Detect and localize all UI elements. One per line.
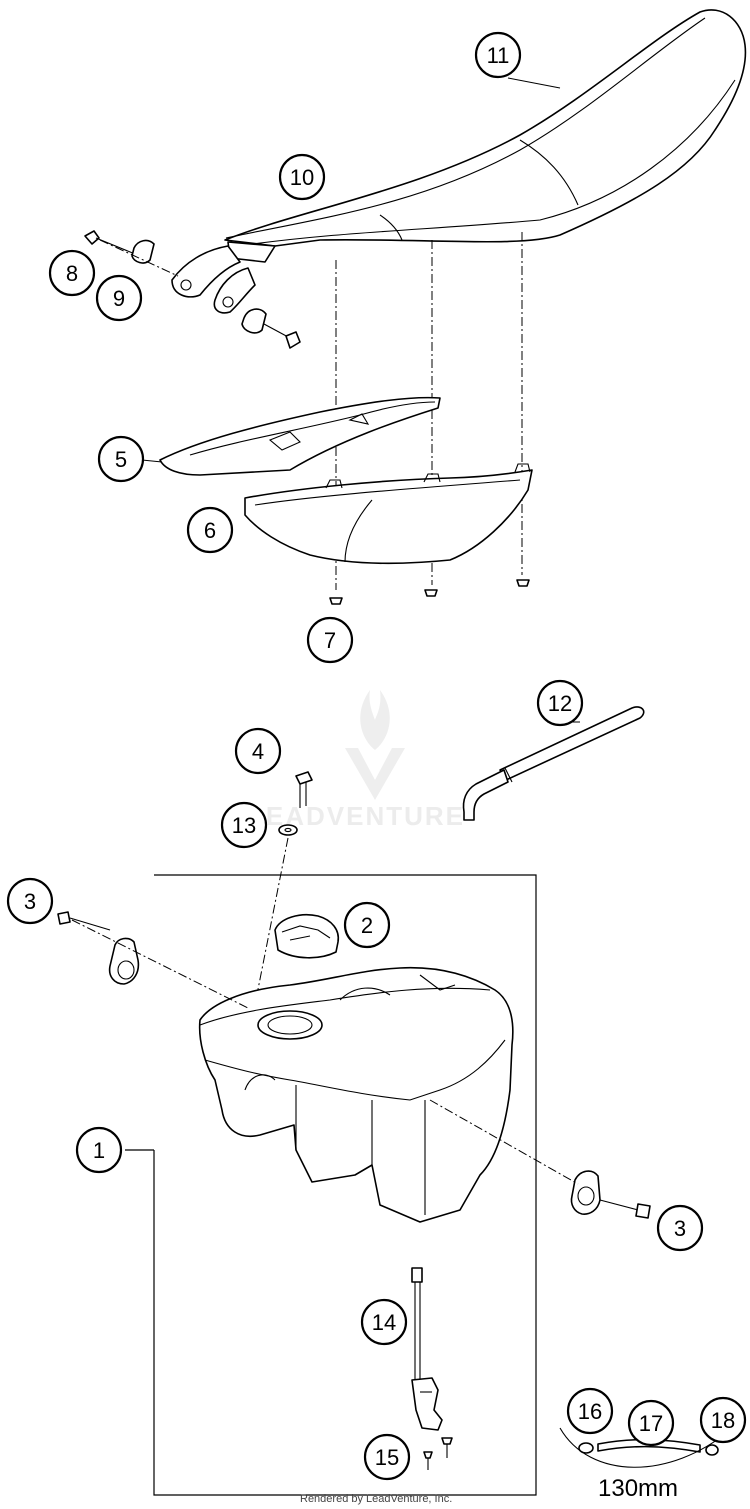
callout-4: 4 xyxy=(234,727,282,775)
callout-15: 15 xyxy=(363,1433,411,1481)
seat-part xyxy=(171,9,747,314)
callout-3a-number: 3 xyxy=(24,889,36,914)
callout-3a: 3 xyxy=(6,877,54,925)
callout-1: 1 xyxy=(75,1126,123,1174)
callout-12: 12 xyxy=(536,679,584,727)
callout-13: 13 xyxy=(220,801,268,849)
callout-18-number: 18 xyxy=(711,1408,735,1433)
callout-10: 10 xyxy=(278,153,326,201)
callout-6: 6 xyxy=(186,506,234,554)
cover-6-part xyxy=(244,463,533,565)
callout-9-number: 9 xyxy=(113,286,125,311)
callout-16-number: 16 xyxy=(578,1399,602,1424)
callout-14-number: 14 xyxy=(372,1310,396,1335)
callout-5-number: 5 xyxy=(115,447,127,472)
callout-2: 2 xyxy=(343,901,391,949)
callout-3b-number: 3 xyxy=(674,1216,686,1241)
callout-8: 8 xyxy=(48,249,96,297)
hose-12-part xyxy=(462,706,645,821)
callout-1-number: 1 xyxy=(93,1138,105,1163)
v-logo-icon xyxy=(345,748,405,800)
bolt-8-part xyxy=(84,230,136,255)
callout-16: 16 xyxy=(566,1387,614,1435)
bracket-3-right-part xyxy=(570,1170,651,1219)
callout-11: 11 xyxy=(474,31,522,79)
callout-11-number: 11 xyxy=(487,43,510,68)
screw-4-part xyxy=(295,771,313,808)
callout-8-number: 8 xyxy=(66,261,78,286)
callout-9: 9 xyxy=(95,274,143,322)
callout-3b: 3 xyxy=(656,1204,704,1252)
fuel-cap-2-part xyxy=(274,914,340,959)
cover-5-part xyxy=(159,396,441,476)
callout-15-number: 15 xyxy=(375,1445,399,1470)
clamp-18-part xyxy=(705,1444,719,1456)
flame-logo-icon xyxy=(360,690,390,750)
callout-13-number: 13 xyxy=(232,813,256,838)
callout-7: 7 xyxy=(306,616,354,664)
callout-5: 5 xyxy=(97,435,145,483)
callout-10-number: 10 xyxy=(290,165,314,190)
callout-14: 14 xyxy=(360,1298,408,1346)
callout-18: 18 xyxy=(699,1396,747,1444)
fuel-tank-1-part xyxy=(198,966,514,1223)
callout-4-number: 4 xyxy=(252,739,264,764)
washer-13-part xyxy=(278,824,298,836)
callout-2-number: 2 xyxy=(361,913,373,938)
bracket-3-left-part xyxy=(57,911,140,985)
callout-7-number: 7 xyxy=(324,628,336,653)
callout-12-number: 12 xyxy=(548,691,572,716)
leadventure-watermark: LEADVENTURE xyxy=(248,690,463,831)
screw-15-part xyxy=(423,1437,453,1470)
screw-7-part xyxy=(329,579,530,605)
dimension-label: 130mm xyxy=(598,1475,678,1502)
callout-6-number: 6 xyxy=(204,518,216,543)
footer-credit: Rendered by LeadVenture, Inc. xyxy=(300,1493,452,1505)
clamp-16-part xyxy=(578,1442,594,1454)
bushing-lower-part xyxy=(241,308,301,349)
callout-17: 17 xyxy=(627,1399,675,1447)
fuel-tap-14-part xyxy=(411,1267,443,1431)
callout-17-number: 17 xyxy=(639,1411,663,1436)
